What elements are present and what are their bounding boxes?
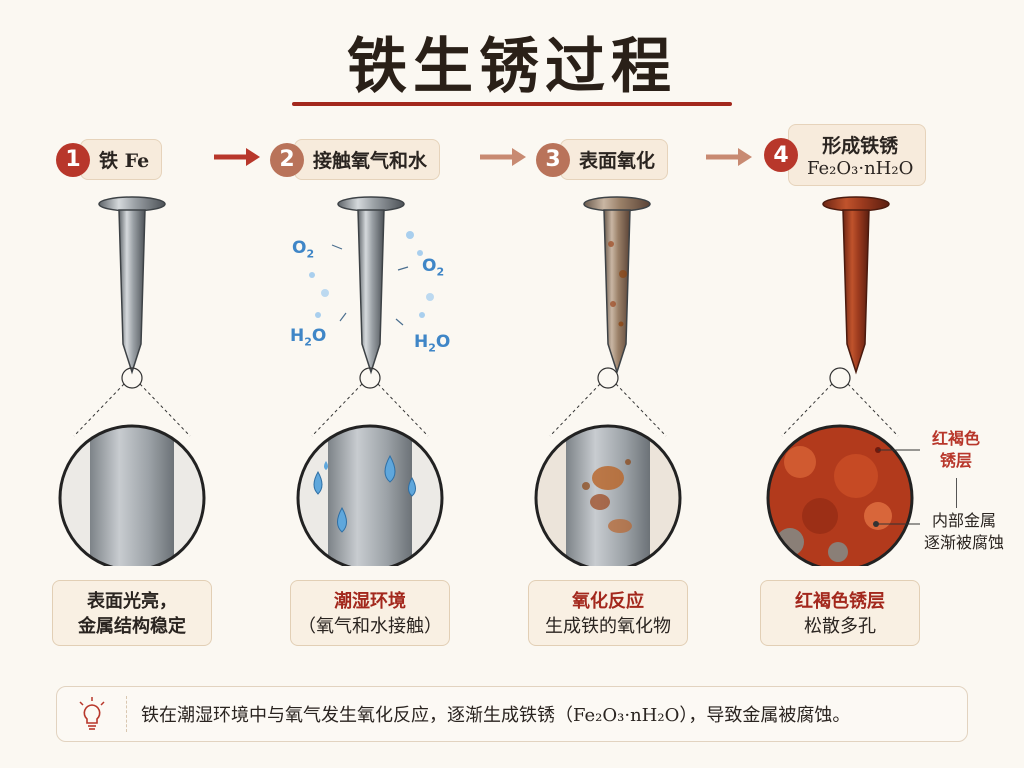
nail-2: [337, 196, 405, 375]
caption-2-line1: 潮湿环境: [334, 591, 406, 612]
zoom-circle-2: [296, 367, 444, 566]
label-divider: [956, 478, 957, 508]
step-4-label-line1: 形成铁锈: [822, 135, 899, 157]
caption-3-line1: 氧化反应: [572, 591, 644, 612]
h2o-label-right: H2O: [414, 332, 450, 354]
caption-1-line1: 表面光亮，: [87, 591, 177, 612]
water-droplets-icon: [309, 231, 434, 326]
o2-label-left: O2: [292, 238, 314, 260]
zoom-circle-1: [58, 367, 206, 566]
step-3-header: 3 表面氧化: [536, 139, 669, 180]
o2-text: O: [292, 238, 307, 258]
step-2-header: 2 接触氧气和水: [270, 139, 441, 180]
step-2-number: 2: [270, 142, 304, 177]
o-text: O: [311, 326, 327, 346]
caption-3: 氧化反应 生成铁的氧化物: [528, 580, 688, 646]
h-text: H: [414, 332, 429, 352]
caption-3-line2: 生成铁的氧化物: [545, 616, 671, 637]
arrow-right-icon: [214, 148, 260, 166]
footer-text: 铁在潮湿环境中与氧气发生氧化反应，逐渐生成铁锈（Fe₂O₃·nH₂O），导致金属…: [141, 705, 851, 726]
o2-label-right: O2: [422, 256, 444, 278]
caption-1-line2: 金属结构稳定: [78, 616, 186, 637]
title-underline: [292, 102, 732, 106]
rust-layer-line2: 锈层: [940, 451, 973, 470]
step-4-number: 4: [764, 138, 798, 172]
step-3-number: 3: [536, 142, 570, 177]
footer-note: 铁在潮湿环境中与氧气发生氧化反应，逐渐生成铁锈（Fe₂O₃·nH₂O），导致金属…: [56, 686, 968, 742]
page-title: 铁生锈过程: [347, 32, 677, 102]
h-sub: 2: [428, 341, 436, 355]
h2o-label-left: H2O: [290, 326, 326, 348]
step-4-formula: Fe₂O₃·nH₂O: [807, 158, 914, 179]
o-text: O: [435, 332, 451, 352]
caption-4: 红褐色锈层 松散多孔: [760, 580, 920, 646]
inner-metal-line1: 内部金属: [932, 511, 997, 530]
nail-3: [583, 196, 651, 375]
caption-2: 潮湿环境 （氧气和水接触）: [290, 580, 450, 646]
step-4-label: 形成铁锈 Fe₂O₃·nH₂O: [788, 124, 927, 186]
step-1-label: 铁 Fe: [80, 139, 163, 180]
lightbulb-icon: [57, 696, 127, 732]
nail-1: [98, 196, 166, 375]
nail-4: [822, 196, 890, 375]
caption-4-line1: 红褐色锈层: [795, 591, 885, 612]
step-4-header: 4 形成铁锈 Fe₂O₃·nH₂O: [764, 124, 927, 186]
rust-layer-label: 红褐色 锈层: [932, 428, 980, 472]
zoom-circle-4: [766, 367, 920, 566]
rust-layer-line1: 红褐色: [932, 429, 981, 448]
caption-1: 表面光亮， 金属结构稳定: [52, 580, 212, 646]
inner-metal-label: 内部金属 逐渐被腐蚀: [924, 510, 1004, 554]
arrow-right-icon: [706, 148, 752, 166]
step-1-number: 1: [56, 142, 90, 177]
zoom-circle-3: [534, 367, 682, 566]
caption-4-line2: 松散多孔: [804, 616, 876, 637]
arrow-right-icon: [480, 148, 526, 166]
step-3-label: 表面氧化: [560, 139, 669, 180]
h-sub: 2: [304, 335, 312, 349]
step-2-label: 接触氧气和水: [294, 139, 441, 180]
inner-metal-line2: 逐渐被腐蚀: [924, 533, 1005, 552]
caption-2-line2: （氧气和水接触）: [298, 616, 442, 637]
o2-sub: 2: [436, 265, 445, 279]
o2-sub: 2: [306, 247, 315, 261]
step-1-header: 1 铁 Fe: [56, 139, 163, 180]
o2-text: O: [422, 256, 437, 276]
h-text: H: [290, 326, 305, 346]
